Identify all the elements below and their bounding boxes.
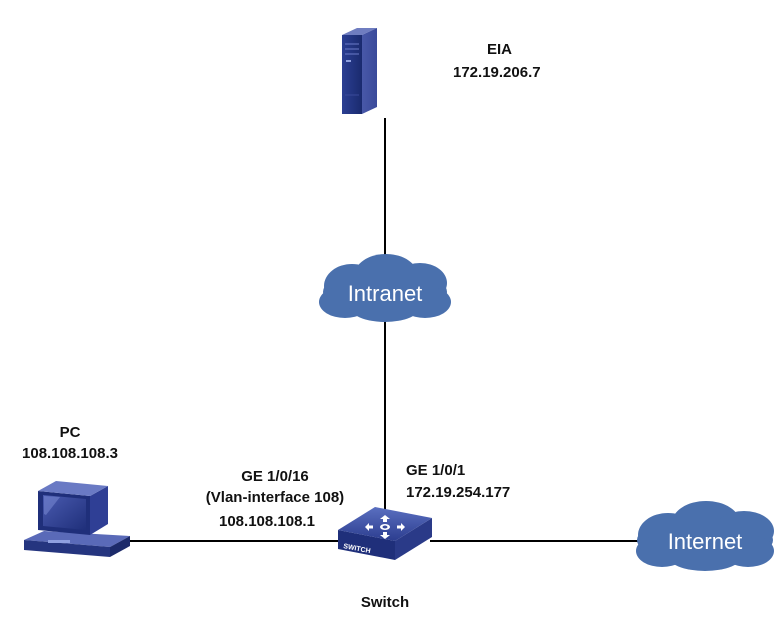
port-left-ip: 108.108.108.1	[219, 513, 315, 530]
switch-icon: SWITCH	[338, 507, 432, 560]
connection-lines	[125, 118, 640, 542]
port-left-name: GE 1/0/16	[241, 468, 309, 485]
port-right-name: GE 1/0/1	[406, 462, 466, 479]
server-name: EIA	[487, 41, 513, 58]
pc-name: PC	[59, 424, 81, 441]
pc-ip: 108.108.108.3	[22, 445, 118, 462]
pc-icon	[24, 481, 130, 557]
internet-cloud: Internet	[636, 501, 774, 571]
switch-name: Switch	[360, 594, 410, 611]
port-right-ip: 172.19.254.177	[406, 484, 511, 501]
intranet-label: Intranet	[348, 281, 423, 306]
intranet-cloud: Intranet	[319, 254, 451, 322]
internet-label: Internet	[668, 529, 743, 554]
server-ip: 172.19.206.7	[453, 64, 541, 81]
server-icon	[342, 28, 377, 114]
port-left-vlan: (Vlan-interface 108)	[205, 489, 345, 506]
